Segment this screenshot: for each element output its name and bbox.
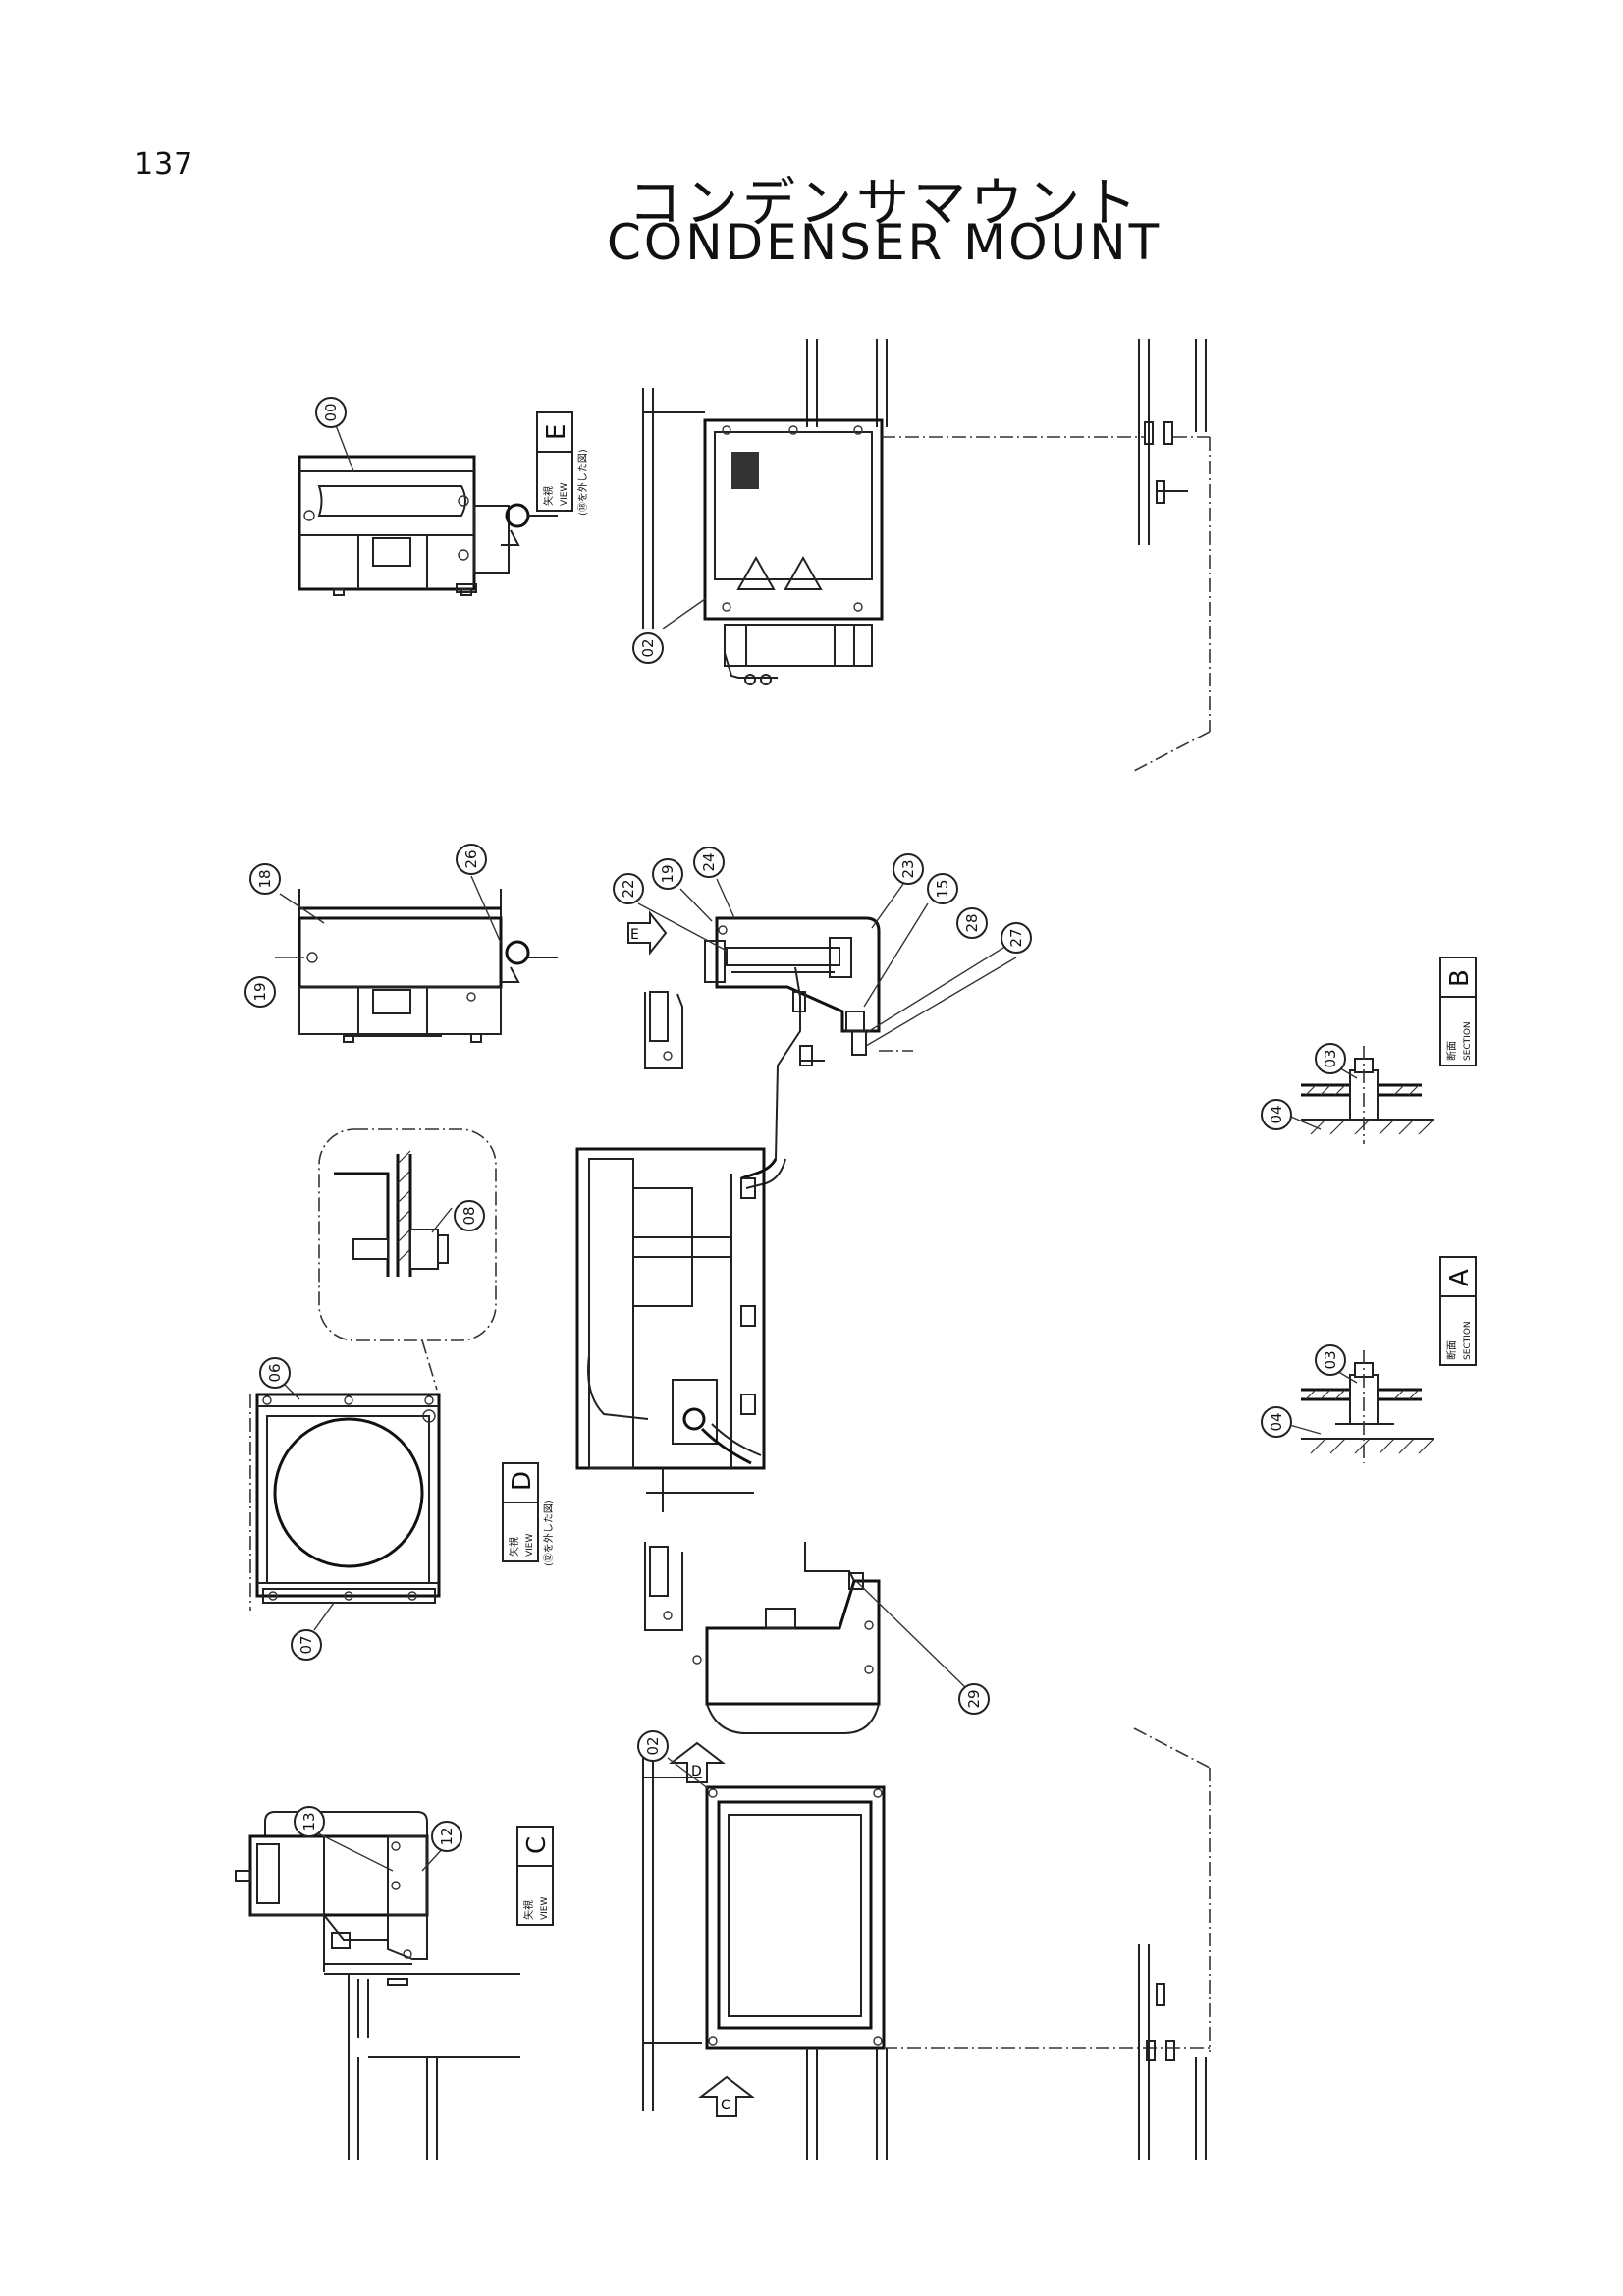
svg-text:06: 06 <box>266 1363 284 1382</box>
section-a-drawing <box>1301 1350 1434 1463</box>
callout-22: 22 <box>613 873 644 904</box>
callout-23: 23 <box>893 853 924 885</box>
svg-text:E: E <box>630 927 639 943</box>
svg-text:19: 19 <box>251 982 269 1001</box>
side-view-upper <box>644 916 913 1160</box>
callout-08: 08 <box>454 1200 485 1231</box>
callout-04-section-b: 04 <box>1261 1099 1292 1130</box>
callout-18: 18 <box>249 863 281 895</box>
svg-text:15: 15 <box>934 879 951 898</box>
svg-text:D: D <box>508 1471 537 1491</box>
title-japanese: コンデンサマウント <box>628 172 1141 234</box>
svg-text:断面: 断面 <box>1445 1340 1458 1360</box>
callout-02-bottom: 02 <box>637 1730 669 1762</box>
svg-text:08: 08 <box>460 1206 478 1225</box>
page-number: 137 <box>135 147 194 182</box>
callout-19-left: 19 <box>244 976 276 1008</box>
callout-00: 00 <box>315 397 347 428</box>
side-view-lower <box>575 1147 786 1512</box>
svg-text:C: C <box>721 2098 730 2113</box>
callout-26: 26 <box>456 844 487 875</box>
svg-text:VIEW: VIEW <box>560 483 569 506</box>
svg-text:SECTION: SECTION <box>1463 1021 1473 1061</box>
svg-text:02: 02 <box>644 1736 662 1755</box>
callout-12: 12 <box>431 1821 462 1852</box>
arrow-d-icon: D <box>669 1741 726 1783</box>
svg-text:B: B <box>1445 969 1475 987</box>
callout-24: 24 <box>693 847 725 878</box>
view-d-drawing <box>249 1393 441 1611</box>
arrow-e-icon: E <box>627 910 668 956</box>
svg-text:VIEW: VIEW <box>540 1897 550 1920</box>
view-18-drawing <box>298 889 558 1043</box>
callout-04-section-a: 04 <box>1261 1406 1292 1438</box>
callout-28: 28 <box>956 907 988 939</box>
detail-bubble-08 <box>318 1128 497 1391</box>
callout-02-top: 02 <box>632 632 664 664</box>
view-label-c: 矢視 VIEW C <box>516 1826 554 1926</box>
svg-text:VIEW: VIEW <box>525 1534 535 1557</box>
svg-text:SECTION: SECTION <box>1463 1321 1473 1360</box>
svg-text:03: 03 <box>1322 1350 1339 1369</box>
svg-text:矢視: 矢視 <box>542 486 555 506</box>
svg-text:26: 26 <box>462 849 480 868</box>
svg-text:矢視: 矢視 <box>508 1537 520 1557</box>
svg-text:28: 28 <box>963 913 981 932</box>
svg-text:07: 07 <box>298 1635 315 1654</box>
section-label-a: 断面 SECTION A <box>1439 1256 1477 1366</box>
svg-text:D: D <box>691 1764 702 1779</box>
arrow-c-icon: C <box>698 2075 755 2117</box>
svg-text:19: 19 <box>659 864 676 883</box>
main-view-bottom <box>642 1727 1211 2160</box>
section-label-b: 断面 SECTION B <box>1439 957 1477 1066</box>
title-english: CONDENSER MOUNT <box>607 214 1163 271</box>
svg-text:29: 29 <box>965 1689 983 1708</box>
svg-text:22: 22 <box>620 879 637 898</box>
section-b-drawing <box>1301 1046 1434 1144</box>
callout-07: 07 <box>291 1629 322 1661</box>
svg-text:02: 02 <box>639 638 657 657</box>
callout-06: 06 <box>259 1357 291 1389</box>
svg-text:C: C <box>522 1836 552 1854</box>
svg-text:E: E <box>542 424 571 440</box>
callouts: 00 02 19 18 26 22 19 24 23 15 28 27 03 0… <box>244 397 1346 1852</box>
svg-text:(⑱を外した図): (⑱を外した図) <box>577 449 589 516</box>
callout-03-section-a: 03 <box>1315 1344 1346 1376</box>
svg-text:27: 27 <box>1007 928 1025 947</box>
svg-text:03: 03 <box>1322 1049 1339 1067</box>
side-view-receiver <box>644 1542 881 1734</box>
svg-text:矢視: 矢視 <box>522 1900 535 1920</box>
svg-text:13: 13 <box>300 1812 318 1831</box>
svg-text:04: 04 <box>1268 1105 1285 1123</box>
svg-text:00: 00 <box>322 403 340 421</box>
callout-29: 29 <box>958 1683 990 1715</box>
callout-27: 27 <box>1001 922 1032 954</box>
svg-text:04: 04 <box>1268 1412 1285 1431</box>
svg-text:A: A <box>1445 1269 1475 1286</box>
view-e-drawing <box>298 455 558 596</box>
main-view-top <box>642 339 1211 772</box>
svg-text:(⑫を外した図): (⑫を外した図) <box>543 1500 555 1566</box>
svg-text:18: 18 <box>256 869 274 888</box>
callout-03-section-b: 03 <box>1315 1043 1346 1074</box>
view-label-d: 矢視 VIEW D (⑫を外した図) <box>502 1462 555 1566</box>
svg-text:12: 12 <box>438 1827 456 1845</box>
svg-text:24: 24 <box>700 852 718 871</box>
view-label-e: 矢視 VIEW E (⑱を外した図) <box>536 411 589 516</box>
callout-15: 15 <box>927 873 958 904</box>
svg-text:23: 23 <box>899 859 917 878</box>
svg-text:断面: 断面 <box>1445 1041 1458 1061</box>
view-c-drawing <box>235 1811 520 2160</box>
callout-13: 13 <box>294 1806 325 1837</box>
callout-19-center: 19 <box>652 858 683 890</box>
leader-lines <box>275 411 1358 1872</box>
